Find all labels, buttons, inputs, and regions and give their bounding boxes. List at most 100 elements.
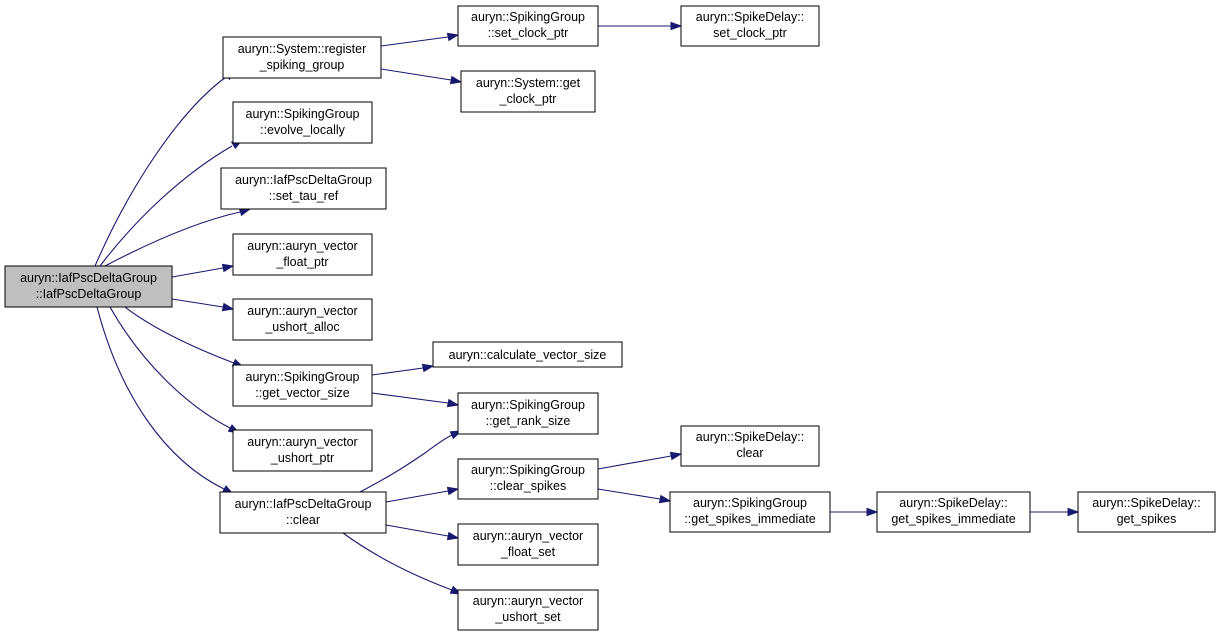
edge-register-spiking-group-to-get-clock-ptr — [380, 68, 463, 85]
node-label-line: auryn::auryn_vector — [247, 304, 357, 318]
node-evolve-locally[interactable]: auryn::SpikingGroup ::evolve_locally — [232, 101, 373, 144]
edge-line — [342, 532, 453, 591]
node-spikinggroup-set-clock-ptr[interactable]: auryn::SpikingGroup ::set_clock_ptr — [457, 5, 599, 47]
node-set-tau-ref[interactable]: auryn::IafPscDeltaGroup ::set_tau_ref — [220, 167, 387, 210]
node-clear-spikes[interactable]: auryn::SpikingGroup ::clear_spikes — [457, 458, 599, 500]
node-get-rank-size[interactable]: auryn::SpikingGroup ::get_rank_size — [457, 392, 599, 435]
node-spikinggroup-get-spikes-immediate[interactable]: auryn::SpikingGroup ::get_spikes_immedia… — [669, 491, 831, 533]
edge-line — [171, 298, 224, 308]
node-label-line: auryn::SpikingGroup — [471, 463, 585, 477]
node-vector-ushort-alloc[interactable]: auryn::auryn_vector _ushort_alloc — [232, 298, 373, 341]
node-label-line: auryn::SpikingGroup — [246, 107, 360, 121]
node-label-line: auryn::auryn_vector — [247, 239, 357, 253]
edge-line — [104, 211, 241, 267]
edge-root-to-get-vector-size — [124, 306, 245, 368]
arrowhead-icon — [449, 75, 463, 85]
arrowhead-icon — [421, 363, 435, 373]
edge-line — [371, 392, 449, 404]
edge-line — [371, 367, 424, 376]
edge-register-spiking-group-to-sg-set-clock-ptr — [380, 32, 460, 47]
node-label-line: auryn::SpikingGroup — [471, 10, 585, 24]
edge-clear-to-vector-ushort-set — [342, 532, 463, 595]
node-spikedelay-set-clock-ptr[interactable]: auryn::SpikeDelay:: set_clock_ptr — [680, 5, 820, 47]
node-vector-ushort-ptr[interactable]: auryn::auryn_vector _ushort_ptr — [232, 429, 373, 472]
node-register-spiking-group[interactable]: auryn::System::register _spiking_group — [222, 36, 382, 79]
node-label-line: ::evolve_locally — [260, 123, 346, 137]
node-spikedelay-get-spikes[interactable]: auryn::SpikeDelay:: get_spikes — [1077, 491, 1216, 533]
arrowhead-icon — [658, 494, 672, 504]
node-label-line: _ushort_alloc — [264, 320, 339, 334]
node-label-line: ::set_clock_ptr — [488, 26, 569, 40]
node-label-line: auryn::SpikingGroup — [693, 496, 807, 510]
node-label-line: auryn::calculate_vector_size — [449, 348, 607, 362]
node-label-line: auryn::IafPscDeltaGroup — [20, 271, 157, 285]
edge-line — [597, 488, 661, 500]
node-vector-float-ptr[interactable]: auryn::auryn_vector _float_ptr — [232, 233, 373, 276]
node-clear[interactable]: auryn::IafPscDeltaGroup ::clear — [219, 491, 387, 534]
node-vector-ushort-set[interactable]: auryn::auryn_vector _ushort_set — [457, 589, 599, 631]
node-label-line: _clock_ptr — [499, 92, 557, 106]
edge-sd-get-spikes-immediate-to-sd-get-spikes — [1030, 507, 1080, 517]
edge-clear-spikes-to-sd-clear — [597, 451, 683, 470]
edge-line — [385, 524, 449, 537]
edge-line — [99, 145, 233, 267]
node-label-line: auryn::auryn_vector — [247, 435, 357, 449]
edge-line — [109, 306, 231, 429]
node-label-line: auryn::SpikingGroup — [471, 398, 585, 412]
edge-sg-set-clock-ptr-to-sd-set-clock-ptr — [598, 21, 683, 31]
node-vector-float-set[interactable]: auryn::auryn_vector _float_set — [457, 523, 599, 566]
edge-root-to-vector-ushort-alloc — [171, 298, 235, 312]
arrowhead-icon — [1067, 507, 1080, 517]
node-label-line: auryn::System::register — [238, 42, 367, 56]
edge-get-vector-size-to-get-rank-size — [371, 392, 460, 408]
node-label-line: get_spikes — [1117, 512, 1177, 526]
edge-line — [385, 490, 449, 503]
node-label-line: ::clear_spikes — [490, 479, 566, 493]
node-label-line: auryn::SpikeDelay:: — [696, 430, 804, 444]
node-label-line: auryn::SpikeDelay:: — [899, 496, 1007, 510]
edge-clear-spikes-to-sg-get-spikes-immediate — [597, 488, 672, 504]
node-label-line: ::clear — [286, 513, 320, 527]
edge-line — [597, 455, 672, 470]
node-label-line: _ushort_set — [494, 610, 561, 624]
node-label-line: ::IafPscDeltaGroup — [36, 287, 142, 301]
node-label-line: ::get_vector_size — [255, 386, 350, 400]
node-system-get-clock-ptr[interactable]: auryn::System::get _clock_ptr — [460, 70, 596, 113]
node-iafpscdeltagroup-constructor[interactable]: auryn::IafPscDeltaGroup ::IafPscDeltaGro… — [4, 265, 173, 308]
edge-line — [171, 267, 224, 278]
node-label-line: auryn::System::get — [476, 76, 581, 90]
arrowhead-icon — [866, 507, 879, 517]
node-label-line: ::get_rank_size — [486, 414, 571, 428]
edge-root-to-set-tau-ref — [104, 207, 252, 267]
arrowhead-icon — [670, 21, 683, 31]
node-spikedelay-get-spikes-immediate[interactable]: auryn::SpikeDelay:: get_spikes_immediate — [876, 491, 1031, 533]
node-label-line: set_clock_ptr — [713, 26, 787, 40]
node-label-line: auryn::IafPscDeltaGroup — [235, 497, 372, 511]
node-label-line: clear — [736, 446, 763, 460]
edge-root-to-clear — [96, 306, 235, 495]
node-label-line: _ushort_ptr — [270, 451, 334, 465]
node-label-line: get_spikes_immediate — [891, 512, 1015, 526]
edge-line — [359, 434, 453, 493]
edge-root-to-vector-float-ptr — [171, 263, 235, 278]
node-label-line: _float_ptr — [275, 255, 328, 269]
arrowhead-icon — [669, 451, 683, 461]
edge-line — [124, 306, 235, 364]
edge-clear-to-vector-float-set — [385, 524, 460, 541]
edge-clear-to-clear-spikes — [385, 486, 460, 503]
edge-sg-get-spikes-immediate-to-sd-get-spikes-immediate — [830, 507, 879, 517]
node-get-vector-size[interactable]: auryn::SpikingGroup ::get_vector_size — [232, 364, 373, 407]
node-label-line: _float_set — [500, 545, 556, 559]
arrowhead-icon — [446, 531, 460, 541]
nodes-layer: auryn::IafPscDeltaGroup ::IafPscDeltaGro… — [4, 5, 1216, 631]
node-label-line: ::get_spikes_immediate — [684, 512, 815, 526]
node-spikedelay-clear[interactable]: auryn::SpikeDelay:: clear — [680, 425, 820, 467]
node-label-line: _spiking_group — [259, 58, 345, 72]
node-calculate-vector-size[interactable]: auryn::calculate_vector_size — [432, 341, 623, 368]
node-label-line: auryn::SpikeDelay:: — [1092, 496, 1200, 510]
edge-line — [380, 36, 449, 47]
edge-line — [94, 76, 227, 267]
node-label-line: auryn::SpikeDelay:: — [696, 10, 804, 24]
node-label-line: auryn::IafPscDeltaGroup — [235, 173, 372, 187]
